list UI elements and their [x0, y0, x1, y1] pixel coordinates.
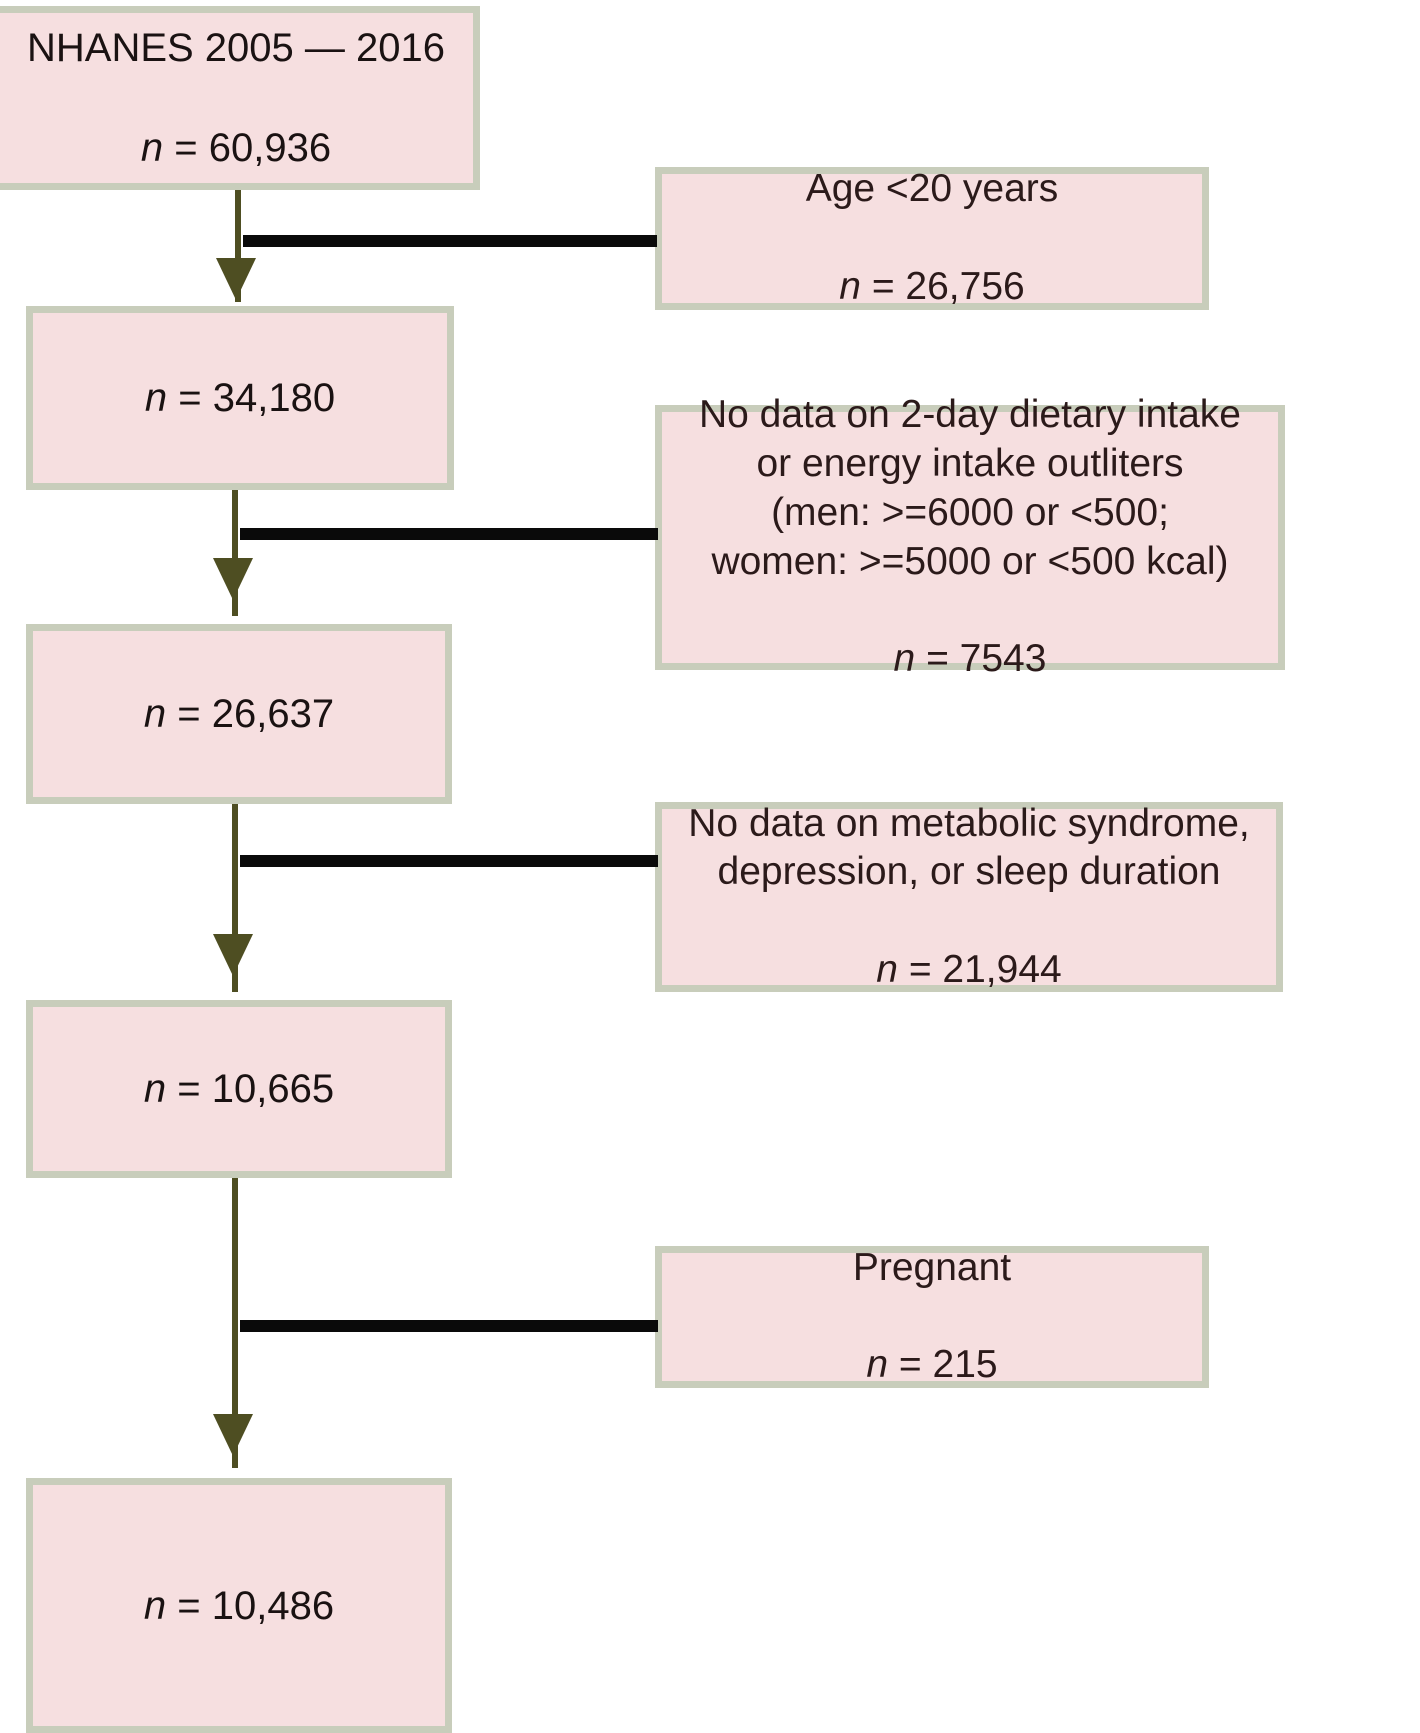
main-box-after-age-exclusion-content: n = 34,180	[33, 323, 447, 473]
main-box-count: n = 26,637	[43, 689, 435, 739]
main-box-nhanes-source: NHANES 2005 — 2016 n = 60,936	[0, 6, 480, 190]
n-italic: n	[839, 264, 861, 308]
flow-arrowhead-3	[213, 934, 253, 976]
main-box-title: NHANES 2005 — 2016	[26, 26, 445, 70]
exclusion-reason: Pregnant	[852, 1245, 1012, 1289]
exclusion-count: n = 21,944	[672, 946, 1266, 995]
n-value: = 26,637	[166, 692, 335, 736]
flow-arrow-line-3	[232, 804, 238, 992]
n-italic: n	[143, 692, 167, 736]
n-italic: n	[144, 376, 168, 420]
n-value: = 26,756	[860, 264, 1025, 308]
main-box-final-sample-content: n = 10,486	[33, 1531, 445, 1681]
exclusion-count: n = 26,756	[672, 263, 1192, 312]
n-value: = 34,180	[167, 376, 336, 420]
n-italic: n	[143, 1067, 167, 1111]
exclusion-box-dietary-intake-content: No data on 2-day dietary intake or energ…	[662, 343, 1278, 733]
main-box-after-diet-exclusion: n = 26,637	[26, 624, 452, 804]
exclusion-box-age: Age <20 years n = 26,756	[655, 167, 1209, 310]
n-italic: n	[140, 126, 164, 170]
flow-arrowhead-2	[213, 558, 253, 600]
n-value: = 10,486	[166, 1583, 335, 1628]
main-box-count: n = 60,936	[9, 123, 463, 173]
exclusion-reason: Age <20 years	[805, 167, 1059, 211]
flow-arrowhead-1	[216, 258, 256, 300]
main-box-count: n = 10,665	[43, 1064, 435, 1114]
main-box-count: n = 10,486	[43, 1581, 435, 1631]
n-value: = 7543	[915, 637, 1047, 680]
n-italic: n	[893, 637, 916, 680]
exclusion-reason: No data on metabolic syndrome, depressio…	[688, 801, 1250, 894]
n-italic: n	[866, 1343, 889, 1387]
main-box-after-metsyn-exclusion: n = 10,665	[26, 1000, 452, 1178]
n-value: = 60,936	[163, 126, 332, 170]
main-box-after-diet-exclusion-content: n = 26,637	[33, 639, 445, 789]
exclusion-box-metabolic-syndrome-content: No data on metabolic syndrome, depressio…	[662, 751, 1276, 1044]
flow-arrowhead-4	[213, 1414, 253, 1456]
flow-arrow-line-4	[232, 1178, 238, 1468]
n-value: = 21,944	[897, 947, 1062, 991]
exclusion-branch-line-metsyn	[240, 855, 658, 867]
exclusion-reason: No data on 2-day dietary intake or energ…	[698, 393, 1241, 583]
main-box-count: n = 34,180	[43, 373, 437, 423]
flow-arrow-line-2	[232, 490, 238, 616]
n-italic: n	[143, 1583, 167, 1628]
exclusion-box-pregnant-content: Pregnant n = 215	[662, 1195, 1202, 1439]
main-box-after-metsyn-exclusion-content: n = 10,665	[33, 1014, 445, 1164]
main-box-nhanes-source-content: NHANES 2005 — 2016 n = 60,936	[0, 0, 473, 223]
exclusion-box-age-content: Age <20 years n = 26,756	[662, 117, 1202, 361]
exclusion-branch-line-pregnant	[240, 1320, 658, 1332]
exclusion-box-dietary-intake: No data on 2-day dietary intake or energ…	[655, 393, 1285, 680]
main-box-after-age-exclusion: n = 34,180	[26, 306, 454, 490]
exclusion-count: n = 215	[672, 1341, 1192, 1390]
exclusion-count: n = 7543	[672, 635, 1268, 684]
exclusion-box-pregnant: Pregnant n = 215	[655, 1246, 1209, 1388]
n-italic: n	[876, 947, 898, 991]
exclusion-branch-line-age	[243, 235, 657, 247]
n-value: = 10,665	[166, 1067, 335, 1111]
main-box-final-sample: n = 10,486	[26, 1478, 452, 1733]
exclusion-box-metabolic-syndrome: No data on metabolic syndrome, depressio…	[655, 802, 1283, 992]
exclusion-branch-line-dietary	[240, 528, 658, 540]
n-value: = 215	[888, 1343, 998, 1387]
flow-arrow-line-1	[235, 190, 241, 302]
